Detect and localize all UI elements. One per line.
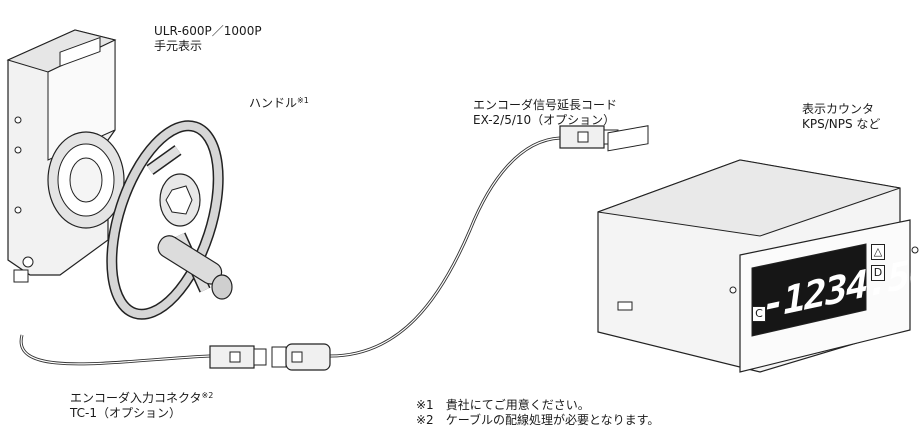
encoder-display-window [59, 36, 101, 67]
handle-label: ハンドル※1 [249, 93, 309, 111]
encoder-label: ULR-600P／1000P 手元表示 [154, 24, 262, 54]
counter-button-up[interactable]: △ [871, 244, 885, 260]
handle-text: ハンドル [249, 96, 298, 110]
counter-button-c[interactable]: C [752, 306, 766, 322]
counter-model: KPS/NPS など [802, 117, 881, 131]
connector-note: ※2 [201, 391, 214, 400]
encoder-model: ULR-600P／1000P [154, 24, 262, 38]
connector-title: エンコーダ入力コネクタ [70, 391, 202, 405]
footnotes: ※1 貴社にてご用意ください。 ※2 ケーブルの配線処理が必要となります。 [416, 398, 659, 428]
encoder-cable [19, 334, 211, 366]
extension-cord-title: エンコーダ信号延長コード [473, 98, 618, 112]
connector-label: エンコーダ入力コネクタ※2 TC-1（オプション） [70, 388, 213, 421]
footnote-1: ※1 貴社にてご用意ください。 [416, 398, 590, 412]
handwheel [106, 120, 233, 320]
extension-cord-label: エンコーダ信号延長コード EX-2/5/10（オプション） [473, 98, 617, 128]
extension-cable [329, 136, 561, 358]
input-connector [209, 343, 331, 371]
connector-model: TC-1（オプション） [70, 406, 181, 420]
encoder-unit [6, 29, 125, 283]
counter-button-d[interactable]: D [871, 265, 885, 281]
counter-title: 表示カウンタ [802, 102, 875, 116]
counter-label: 表示カウンタ KPS/NPS など [802, 102, 880, 132]
extension-cord-model: EX-2/5/10（オプション） [473, 113, 616, 127]
encoder-subtitle: 手元表示 [154, 39, 203, 53]
display-counter [597, 125, 919, 373]
handle-note: ※1 [297, 96, 309, 105]
